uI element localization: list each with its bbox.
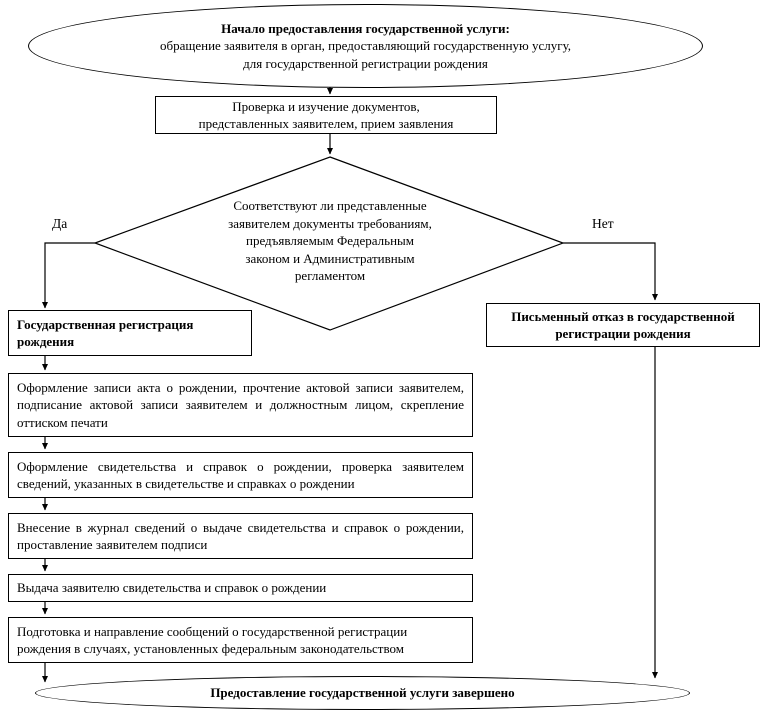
registration-box: Государственная регистрация рождения <box>8 310 252 356</box>
decision-line-1: Соответствуют ли представленные <box>233 198 427 213</box>
flow-arrows <box>42 87 658 683</box>
decision-line-4: законом и Административным <box>245 250 415 266</box>
label-yes: Да <box>52 216 68 231</box>
decision-diamond: Соответствуют ли представленные заявител… <box>208 197 452 285</box>
step-box-5: Подготовка и направление сообщений о гос… <box>8 617 473 663</box>
step-box-2: Оформление свидетельства и справок о рож… <box>8 452 473 498</box>
check-documents-line-1: Проверка и изучение документов, <box>232 98 420 114</box>
step-box-3: Внесение в журнал сведений о выдаче свид… <box>8 513 473 559</box>
decision-line-3: предъявляемым Федеральным <box>246 233 414 249</box>
check-documents-box: Проверка и изучение документов, представ… <box>155 96 497 134</box>
start-terminator: Начало предоставления государственной ус… <box>28 4 703 88</box>
decision-line-5: регламентом <box>294 268 366 284</box>
refusal-box: Письменный отказ в государственной регис… <box>486 303 760 347</box>
start-line-3: для государственной регистрации рождения <box>243 55 488 71</box>
arrow-no-branch <box>563 242 658 301</box>
check-documents-line-2: представленных заявителем, прием заявлен… <box>198 116 454 131</box>
start-title: Начало предоставления государственной ус… <box>221 21 510 37</box>
decision-line-2: заявителем документы требованиям, <box>228 215 432 231</box>
decision-diamond-shape <box>93 156 565 331</box>
arrow-yes-branch <box>42 242 95 309</box>
step-box-1: Оформление записи акта о рождении, прочт… <box>8 373 473 437</box>
label-no: Нет <box>592 216 614 231</box>
end-terminator: Предоставление государственной услуги за… <box>35 676 690 710</box>
step-box-4: Выдача заявителю свидетельства и справок… <box>8 574 473 602</box>
start-line-2: обращение заявителя в орган, предоставля… <box>159 38 572 54</box>
